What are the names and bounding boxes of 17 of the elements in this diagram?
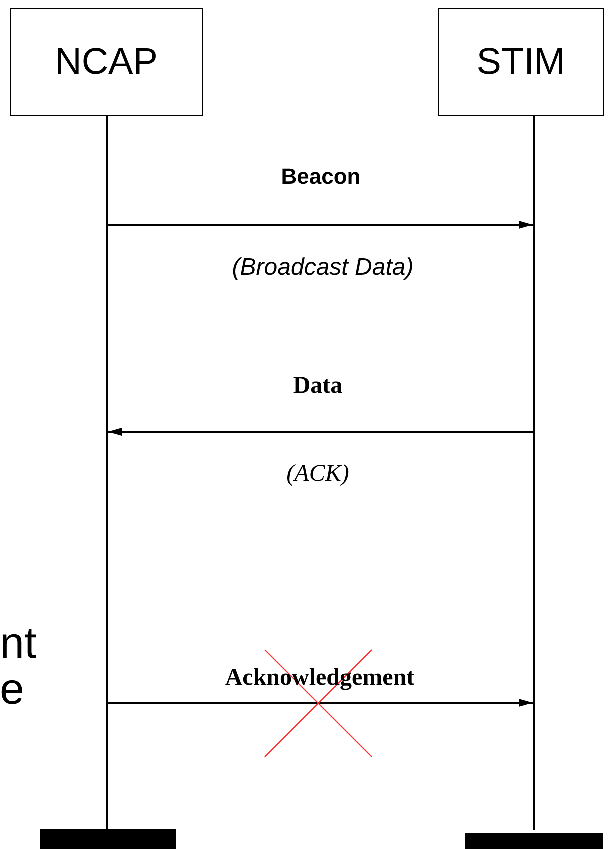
participant-box [438,8,604,116]
message-arrow [108,221,533,229]
lifeline-end-bar [465,833,603,849]
participant-box [10,8,203,116]
message-note: (ACK) [286,462,350,486]
cut-off-text: e [0,668,24,712]
message-label: Beacon [281,166,361,188]
participant-name: NCAP [55,41,158,83]
message-note: (Broadcast Data) [232,256,414,280]
participant-name: STIM [476,41,566,83]
cut-off-text: nt [0,622,37,666]
lifeline-end-bar [40,829,176,849]
lifeline [106,116,108,830]
message-arrow [108,428,533,436]
message-arrow [108,699,533,707]
lifeline [533,116,535,830]
message-label: Data [293,374,343,398]
